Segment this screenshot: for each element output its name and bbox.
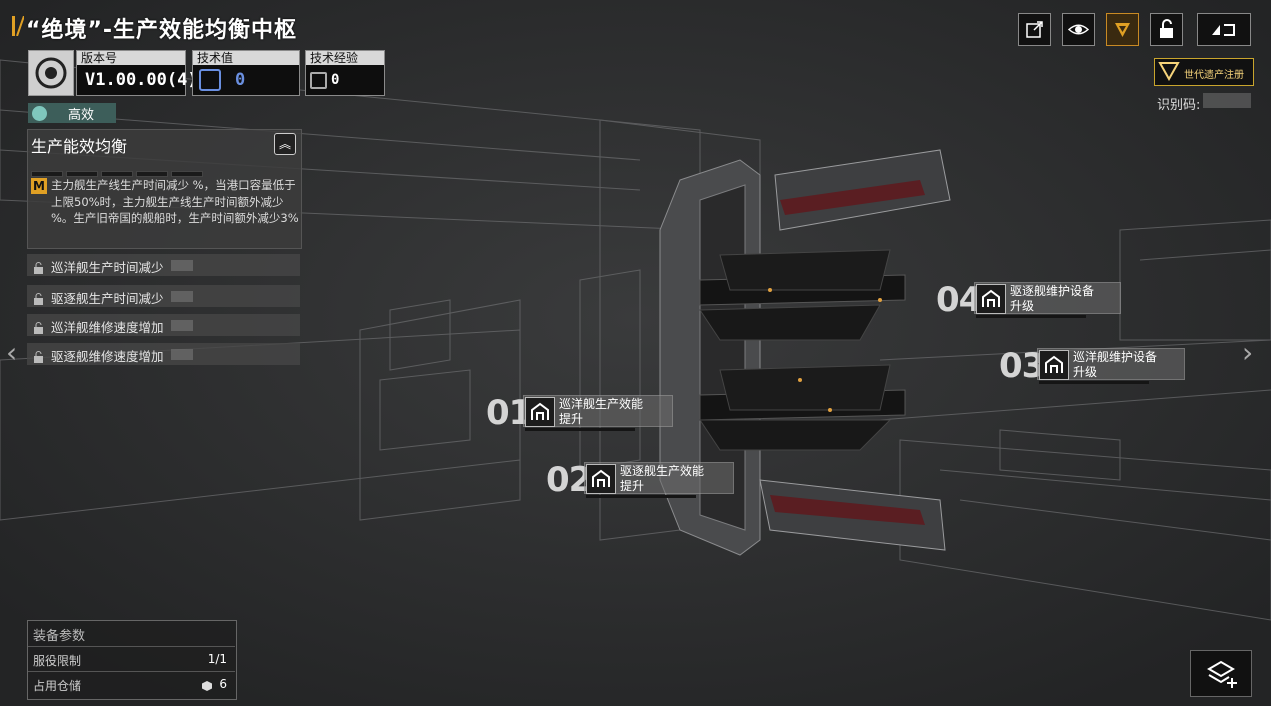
efficiency-tag (28, 103, 116, 123)
module-icon (28, 50, 74, 96)
id-label: 识别码: (1157, 98, 1201, 113)
node-line2: 升级 (1073, 365, 1098, 379)
node-line2: 升级 (1010, 299, 1035, 313)
unlock-button[interactable] (1150, 13, 1183, 46)
node-line1: 巡洋舰维护设备 (1073, 350, 1158, 364)
node-line1: 驱逐舰维护设备 (1010, 284, 1095, 298)
rank-button[interactable] (1106, 13, 1139, 46)
tech-exp-box: 技术经验 0 (305, 50, 385, 96)
locked-item[interactable]: 巡洋舰维修速度增加 (27, 314, 300, 336)
upgrade-icon (525, 397, 555, 427)
level-segment (66, 171, 98, 177)
id-masked (1203, 93, 1251, 108)
back-button[interactable] (1197, 13, 1251, 46)
unlock-icon (1160, 19, 1173, 38)
version-label: 版本号 (77, 51, 185, 65)
lightning-icon (32, 106, 47, 121)
node-progress (525, 428, 635, 431)
service-limit-value: 1/1 (207, 652, 227, 666)
module-grade-badge: M (31, 178, 47, 194)
share-button[interactable] (1018, 13, 1051, 46)
lock-icon (33, 259, 44, 274)
tech-value-label: 技术值 (193, 51, 299, 65)
level-segment (171, 171, 203, 177)
tech-value: 0 (235, 70, 246, 90)
page-title: “绝境”-生产效能均衡中枢 (26, 18, 298, 43)
badge-icon (1115, 23, 1130, 37)
layers-button[interactable] (1190, 650, 1252, 697)
storage-value: 6 (219, 677, 227, 691)
panel-title: 生产能效均衡 (31, 137, 128, 156)
service-limit-row: 服役限制 1/1 (28, 646, 235, 671)
node-line1: 巡洋舰生产效能 (559, 397, 644, 411)
view-button[interactable] (1062, 13, 1095, 46)
level-segment (136, 171, 168, 177)
locked-item-label: 巡洋舰生产时间减少 (51, 260, 164, 275)
level-segment (101, 171, 133, 177)
tech-exp-value: 0 (331, 72, 340, 88)
masked-value (171, 291, 193, 302)
tech-value-box: 技术值 0 (192, 50, 300, 96)
masked-value (171, 260, 193, 271)
locked-item[interactable]: 巡洋舰生产时间减少 (27, 254, 300, 276)
equipment-header: 装备参数 (33, 629, 86, 644)
chevron-left-icon[interactable]: ‹ (6, 336, 18, 369)
locked-item-label: 驱逐舰生产时间减少 (51, 291, 164, 306)
tech-exp-label: 技术经验 (306, 51, 384, 65)
masked-value (171, 320, 193, 331)
layers-add-icon (1207, 660, 1237, 688)
masked-value (171, 349, 193, 360)
lock-icon (33, 348, 44, 363)
service-limit-label: 服役限制 (33, 654, 82, 668)
level-segments (31, 162, 206, 181)
upgrade-icon (1039, 350, 1069, 380)
locked-item-label: 驱逐舰维修速度增加 (51, 349, 164, 364)
external-link-icon (1026, 21, 1043, 38)
storage-label: 占用仓储 (33, 679, 82, 693)
lock-icon (33, 319, 44, 334)
node-line2: 提升 (559, 412, 584, 426)
effect-description: 主力舰生产线生产时间减少 %，当港口容量低于上限50%时，主力舰生产线生产时间额… (51, 178, 299, 225)
version-box: 版本号 V1.00.00(4) (76, 50, 198, 96)
effect-panel (27, 129, 302, 249)
storage-row: 占用仓储 6 (28, 671, 235, 696)
eye-icon (1067, 24, 1090, 35)
heritage-icon (1158, 62, 1180, 81)
node-progress (1039, 381, 1149, 384)
node-line2: 提升 (620, 479, 645, 493)
tech-value-icon (199, 69, 221, 91)
locked-item[interactable]: 驱逐舰生产时间减少 (27, 285, 300, 307)
upgrade-icon (976, 284, 1006, 314)
level-segment (31, 171, 63, 177)
efficiency-label: 高效 (68, 108, 95, 123)
lock-icon (33, 290, 44, 305)
node-line1: 驱逐舰生产效能 (620, 464, 705, 478)
return-icon (1212, 24, 1235, 36)
locked-item[interactable]: 驱逐舰维修速度增加 (27, 343, 300, 365)
chevron-right-icon[interactable]: › (1242, 336, 1254, 369)
cube-icon (201, 677, 213, 691)
locked-item-label: 巡洋舰维修速度增加 (51, 320, 164, 335)
collapse-button[interactable]: ︽ (274, 133, 296, 155)
node-progress (976, 315, 1086, 318)
title-accent-icon (12, 16, 24, 36)
node-progress (586, 495, 696, 498)
upgrade-icon (586, 464, 616, 494)
version-value: V1.00.00(4) (85, 70, 198, 90)
tech-exp-icon (310, 71, 327, 89)
heritage-label: 世代遗产注册 (1184, 70, 1244, 81)
